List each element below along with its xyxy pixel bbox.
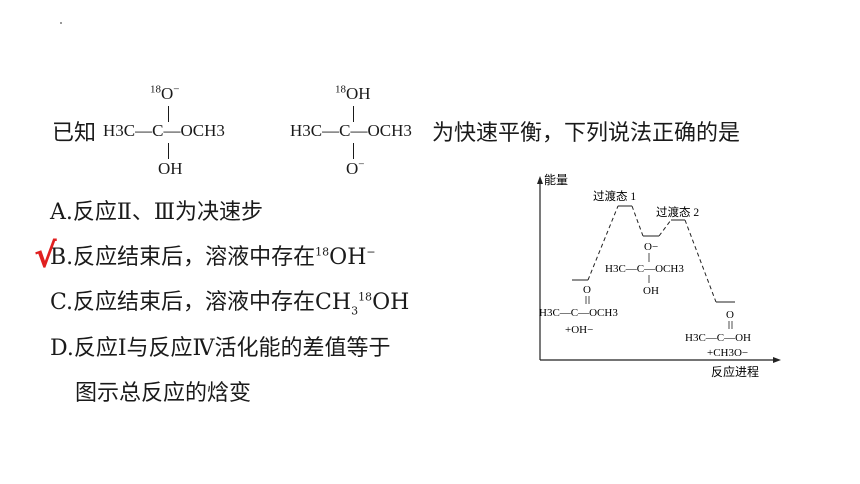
checkmark-icon: √: [34, 236, 57, 276]
product-main: H3C—C—OH: [685, 332, 751, 344]
energy-diagram: 能量 反应进程 过渡态 1 过渡态 2 O− H3C—C—OCH3 OH O H…: [537, 173, 781, 379]
decorative-dot: [60, 22, 62, 24]
y-axis-arrow: [537, 176, 543, 184]
structure1-main: H3C—C—OCH3: [103, 121, 225, 140]
structure1-bond-top: [168, 106, 169, 122]
x-axis-arrow: [773, 357, 781, 363]
option-d-line2: 图示总反应的焓变: [75, 381, 252, 406]
intermediate-main: H3C—C—OCH3: [605, 263, 684, 275]
path-2: [631, 205, 644, 237]
structure2-bond-top: [353, 106, 354, 122]
question-prefix: 已知: [52, 121, 97, 146]
product-ion: +CH3O−: [707, 347, 748, 359]
reactant-main: H3C—C—OCH3: [539, 307, 618, 319]
ts2-label: 过渡态 2: [656, 205, 699, 219]
structure2-top: 18OH: [335, 83, 371, 103]
option-a: A.反应Ⅱ、Ⅲ为决速步: [50, 200, 264, 225]
ts1-label: 过渡态 1: [593, 189, 636, 203]
question-suffix: 为快速平衡，下列说法正确的是: [432, 121, 741, 146]
path-1: [587, 205, 619, 281]
y-axis-label: 能量: [544, 173, 568, 187]
structure1-bottom: OH: [158, 159, 183, 178]
option-d-line1: D.反应Ⅰ与反应Ⅳ活化能的差值等于: [50, 336, 391, 361]
intermediate-top: O−: [644, 241, 658, 253]
option-c: C.反应结束后，溶液中存在CH318OH: [50, 290, 410, 318]
path-3: [658, 219, 672, 237]
structure1-bond-bottom: [168, 143, 169, 159]
path-4: [684, 219, 717, 303]
structure2-main: H3C—C—OCH3: [290, 121, 412, 140]
reactant-oh: +OH−: [565, 324, 593, 336]
x-axis-label: 反应进程: [711, 364, 759, 379]
intermediate-bottom: OH: [643, 285, 659, 297]
structure2-bottom: O−: [346, 158, 365, 178]
reactant-top: O: [583, 284, 591, 296]
structure2-bond-bottom: [353, 143, 354, 159]
structure1-top: 18O−: [150, 83, 180, 103]
option-b: B.反应结束后，溶液中存在18OH−: [50, 245, 376, 270]
product-top: O: [726, 309, 734, 321]
